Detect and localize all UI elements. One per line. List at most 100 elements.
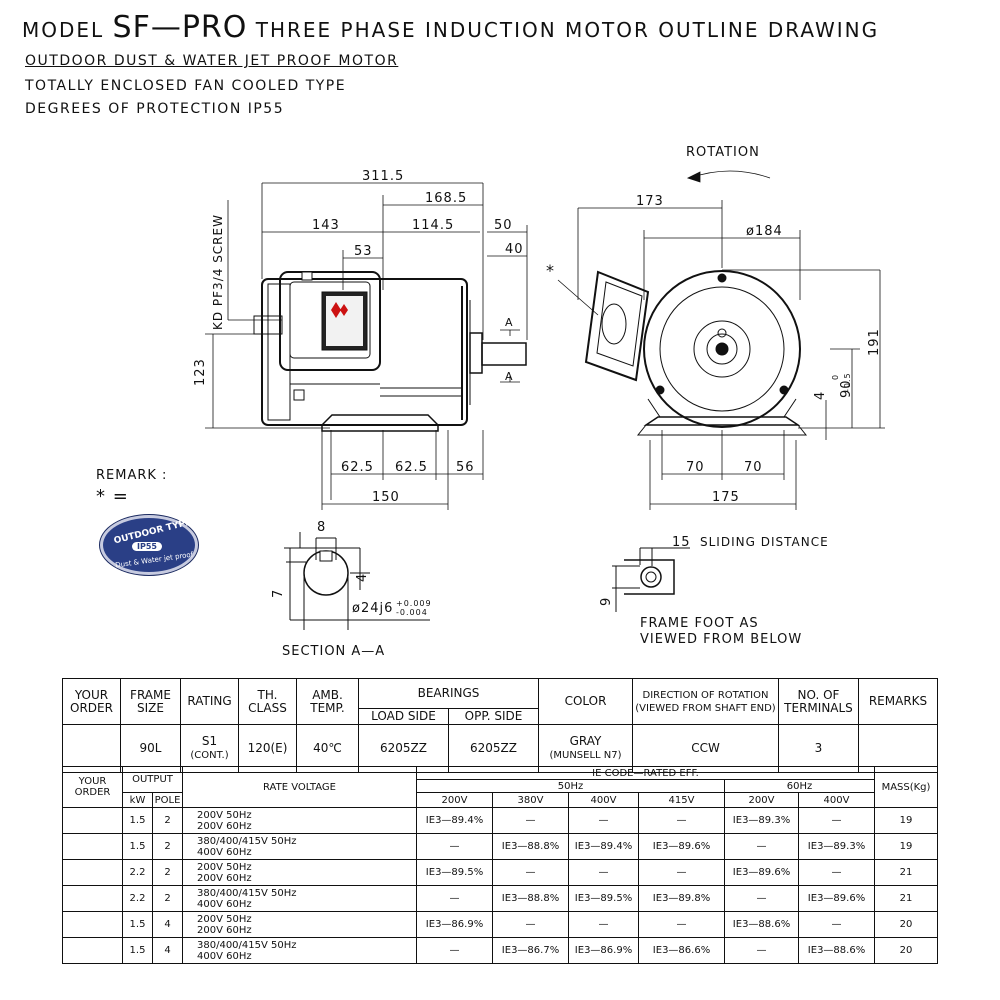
val-color-sub: (MUNSELL N7) <box>549 750 622 761</box>
eff-cell-pole: 2 <box>152 833 183 860</box>
dim-56: 56 <box>456 460 475 475</box>
eff-cell-e380: IE3—88.8% <box>492 885 569 912</box>
eff-cell-f200: — <box>724 937 799 964</box>
eff-cell-e380: — <box>492 807 569 834</box>
eff-cell-e200: — <box>416 937 493 964</box>
eff-cell-f400: — <box>798 807 875 834</box>
hdr-terminals: NO. OF TERMINALS <box>778 678 859 725</box>
dim-53: 53 <box>354 244 373 259</box>
dim-a-bottom: A <box>505 370 514 383</box>
section-a-a <box>284 532 430 630</box>
eff-cell-e415: IE3—86.6% <box>638 937 725 964</box>
eff-hdr-60hz: 60Hz <box>724 779 875 793</box>
dim-40: 40 <box>505 242 524 257</box>
eff-cell-e380: IE3—88.8% <box>492 833 569 860</box>
dim-7: 7 <box>271 589 286 598</box>
eff-hdr-mass: MASS(Kg) <box>874 766 938 808</box>
rate-voltage-line1: 200V 50Hz <box>197 913 252 925</box>
dim-70-b: 70 <box>744 460 763 475</box>
eff-cell-your-order <box>62 911 123 938</box>
eff-hdr-pole: POLE <box>152 792 183 808</box>
eff-cell-your-order <box>62 859 123 886</box>
eff-cell-e200: — <box>416 885 493 912</box>
dim-4-front: 4 <box>813 391 828 400</box>
section-label: SECTION A—A <box>282 644 386 659</box>
rate-voltage-line1: 380/400/415V 50Hz <box>197 835 297 847</box>
hdr-load-side: LOAD SIDE <box>358 708 449 725</box>
val-rating: S1(CONT.) <box>180 724 239 773</box>
dim-50: 50 <box>494 218 513 233</box>
dim-150: 150 <box>372 490 400 505</box>
eff-cell-e380: IE3—86.7% <box>492 937 569 964</box>
eff-cell-e200: — <box>416 833 493 860</box>
rate-voltage-line2: 400V 60Hz <box>197 898 252 910</box>
eff-cell-e415: — <box>638 911 725 938</box>
dim-62-5-b: 62.5 <box>395 460 428 475</box>
eff-cell-e400: IE3—89.4% <box>568 833 639 860</box>
eff-cell-e200: IE3—86.9% <box>416 911 493 938</box>
dim-143: 143 <box>312 218 340 233</box>
eff-cell-e380: — <box>492 911 569 938</box>
hdr-rating: RATING <box>180 678 239 725</box>
hdr-your-order: YOUR ORDER <box>62 678 121 725</box>
dim-114-5: 114.5 <box>412 218 454 233</box>
badge-line3: Dust & Water jet proof <box>114 550 194 570</box>
rate-voltage-line2: 200V 60Hz <box>197 924 252 936</box>
eff-cell-kw: 1.5 <box>122 833 153 860</box>
dim-24j6: ø24j6 <box>352 601 393 616</box>
hdr-opp-side: OPP. SIDE <box>448 708 539 725</box>
eff-cell-f200: — <box>724 885 799 912</box>
eff-cell-f400: IE3—89.3% <box>798 833 875 860</box>
dim-184: ø184 <box>746 224 783 239</box>
val-frame-size: 90L <box>120 724 181 773</box>
dim-15: 15 <box>672 535 691 550</box>
title-rest: THREE PHASE INDUCTION MOTOR OUTLINE DRAW… <box>255 18 880 42</box>
val-rating-main: S1 <box>201 734 218 748</box>
efficiency-table: YOUR ORDER OUTPUT RATE VOLTAGE IE CODE—R… <box>62 766 938 964</box>
rotation-label: ROTATION <box>686 145 760 160</box>
eff-cell-pole: 2 <box>152 807 183 834</box>
frame-foot-label-2: VIEWED FROM BELOW <box>640 632 803 647</box>
eff-hdr-v380: 380V <box>492 792 569 808</box>
eff-hdr-your-order: YOUR ORDER <box>62 766 123 808</box>
eff-cell-mass: 20 <box>874 911 938 938</box>
val-opp-side: 6205ZZ <box>448 724 539 773</box>
eff-cell-kw: 1.5 <box>122 911 153 938</box>
dim-90-tol-low: -0.5 <box>843 372 852 392</box>
frame-foot-label-1: FRAME FOOT AS <box>640 616 759 631</box>
eff-hdr-rate-voltage: RATE VOLTAGE <box>182 766 417 808</box>
eff-hdr-v200-60: 200V <box>724 792 799 808</box>
dim-9: 9 <box>599 597 614 606</box>
rate-voltage-line2: 400V 60Hz <box>197 846 252 858</box>
eff-cell-f400: — <box>798 859 875 886</box>
frame-foot <box>612 547 690 612</box>
eff-cell-kw: 2.2 <box>122 885 153 912</box>
eff-hdr-50hz: 50Hz <box>416 779 725 793</box>
rate-voltage-line2: 400V 60Hz <box>197 950 252 962</box>
hdr-remarks: REMARKS <box>858 678 938 725</box>
dim-90: 90 <box>839 379 854 398</box>
eff-cell-kw: 1.5 <box>122 937 153 964</box>
val-th-class: 120(E) <box>238 724 297 773</box>
eff-cell-kw: 2.2 <box>122 859 153 886</box>
val-color-main: GRAY <box>569 734 602 748</box>
val-load-side: 6205ZZ <box>358 724 449 773</box>
dim-8: 8 <box>317 520 326 535</box>
screw-label: KD PF3/4 SCREW <box>211 214 225 330</box>
eff-cell-e380: — <box>492 859 569 886</box>
eff-cell-f400: IE3—88.6% <box>798 937 875 964</box>
dim-311-5: 311.5 <box>362 169 404 184</box>
eff-cell-pole: 2 <box>152 885 183 912</box>
dim-123: 123 <box>193 358 208 386</box>
asterisk-marker: * <box>546 261 555 280</box>
eff-cell-f400: IE3—89.6% <box>798 885 875 912</box>
rate-voltage-line1: 200V 50Hz <box>197 809 252 821</box>
eff-cell-f200: — <box>724 833 799 860</box>
eff-cell-mass: 19 <box>874 807 938 834</box>
remark-eq: * = <box>96 486 129 507</box>
dim-173: 173 <box>636 194 664 209</box>
dim-24j6-tol-up: +0.009 <box>396 599 432 608</box>
